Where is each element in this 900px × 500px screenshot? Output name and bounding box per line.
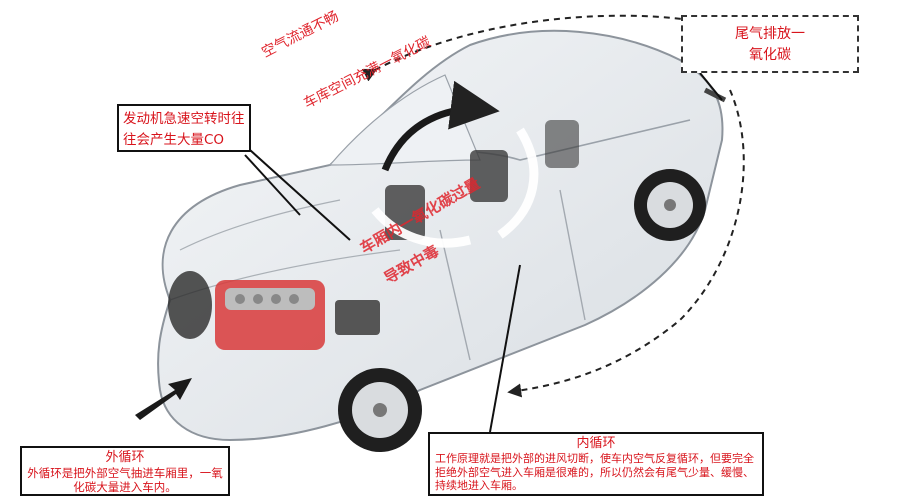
circulation-arrow-white-1 <box>497 127 539 239</box>
outer-circulation-box: 外循环 外循环是把外部空气抽进车厢里，一氧化碳大量进入车内。 <box>20 446 230 496</box>
circulation-arrow-dark <box>381 80 500 172</box>
outer-circulation-body: 外循环是把外部空气抽进车厢里，一氧化碳大量进入车内。 <box>27 466 223 494</box>
inner-circulation-body: 工作原理就是把外部的进风切断，使车内空气反复循环，但要完全拒绝外部空气进入车厢是… <box>435 452 754 492</box>
front-wheel <box>338 368 422 452</box>
engine-block <box>215 280 380 350</box>
rear-wheel <box>634 169 706 241</box>
engine-leader-line <box>249 149 351 241</box>
engine-note-text: 发动机急速空转时往往会产生大量CO <box>123 111 245 148</box>
circulation-arrow-white-2 <box>371 207 472 248</box>
front-left-wheel <box>168 271 212 339</box>
inner-circulation-box: 内循环 工作原理就是把外部的进风切断，使车内空气反复循环，但要完全拒绝外部空气进… <box>428 432 764 496</box>
tail-leader-line <box>699 72 723 101</box>
tail-emission-text: 尾气排放一氧化碳 <box>735 26 805 63</box>
engine-note-box: 发动机急速空转时往往会产生大量CO <box>117 104 251 152</box>
outer-circulation-title: 外循环 <box>105 450 145 465</box>
airflow-path-top <box>361 14 691 82</box>
inner-circulation-title: 内循环 <box>576 436 616 451</box>
tail-emission-box: 尾气排放一氧化碳 <box>681 15 859 73</box>
inner-leader-line <box>489 264 521 433</box>
airflow-path-right <box>507 89 745 398</box>
intake-arrow <box>135 378 192 420</box>
engine-leader-line-2 <box>244 154 301 216</box>
car-door-line <box>439 189 586 361</box>
